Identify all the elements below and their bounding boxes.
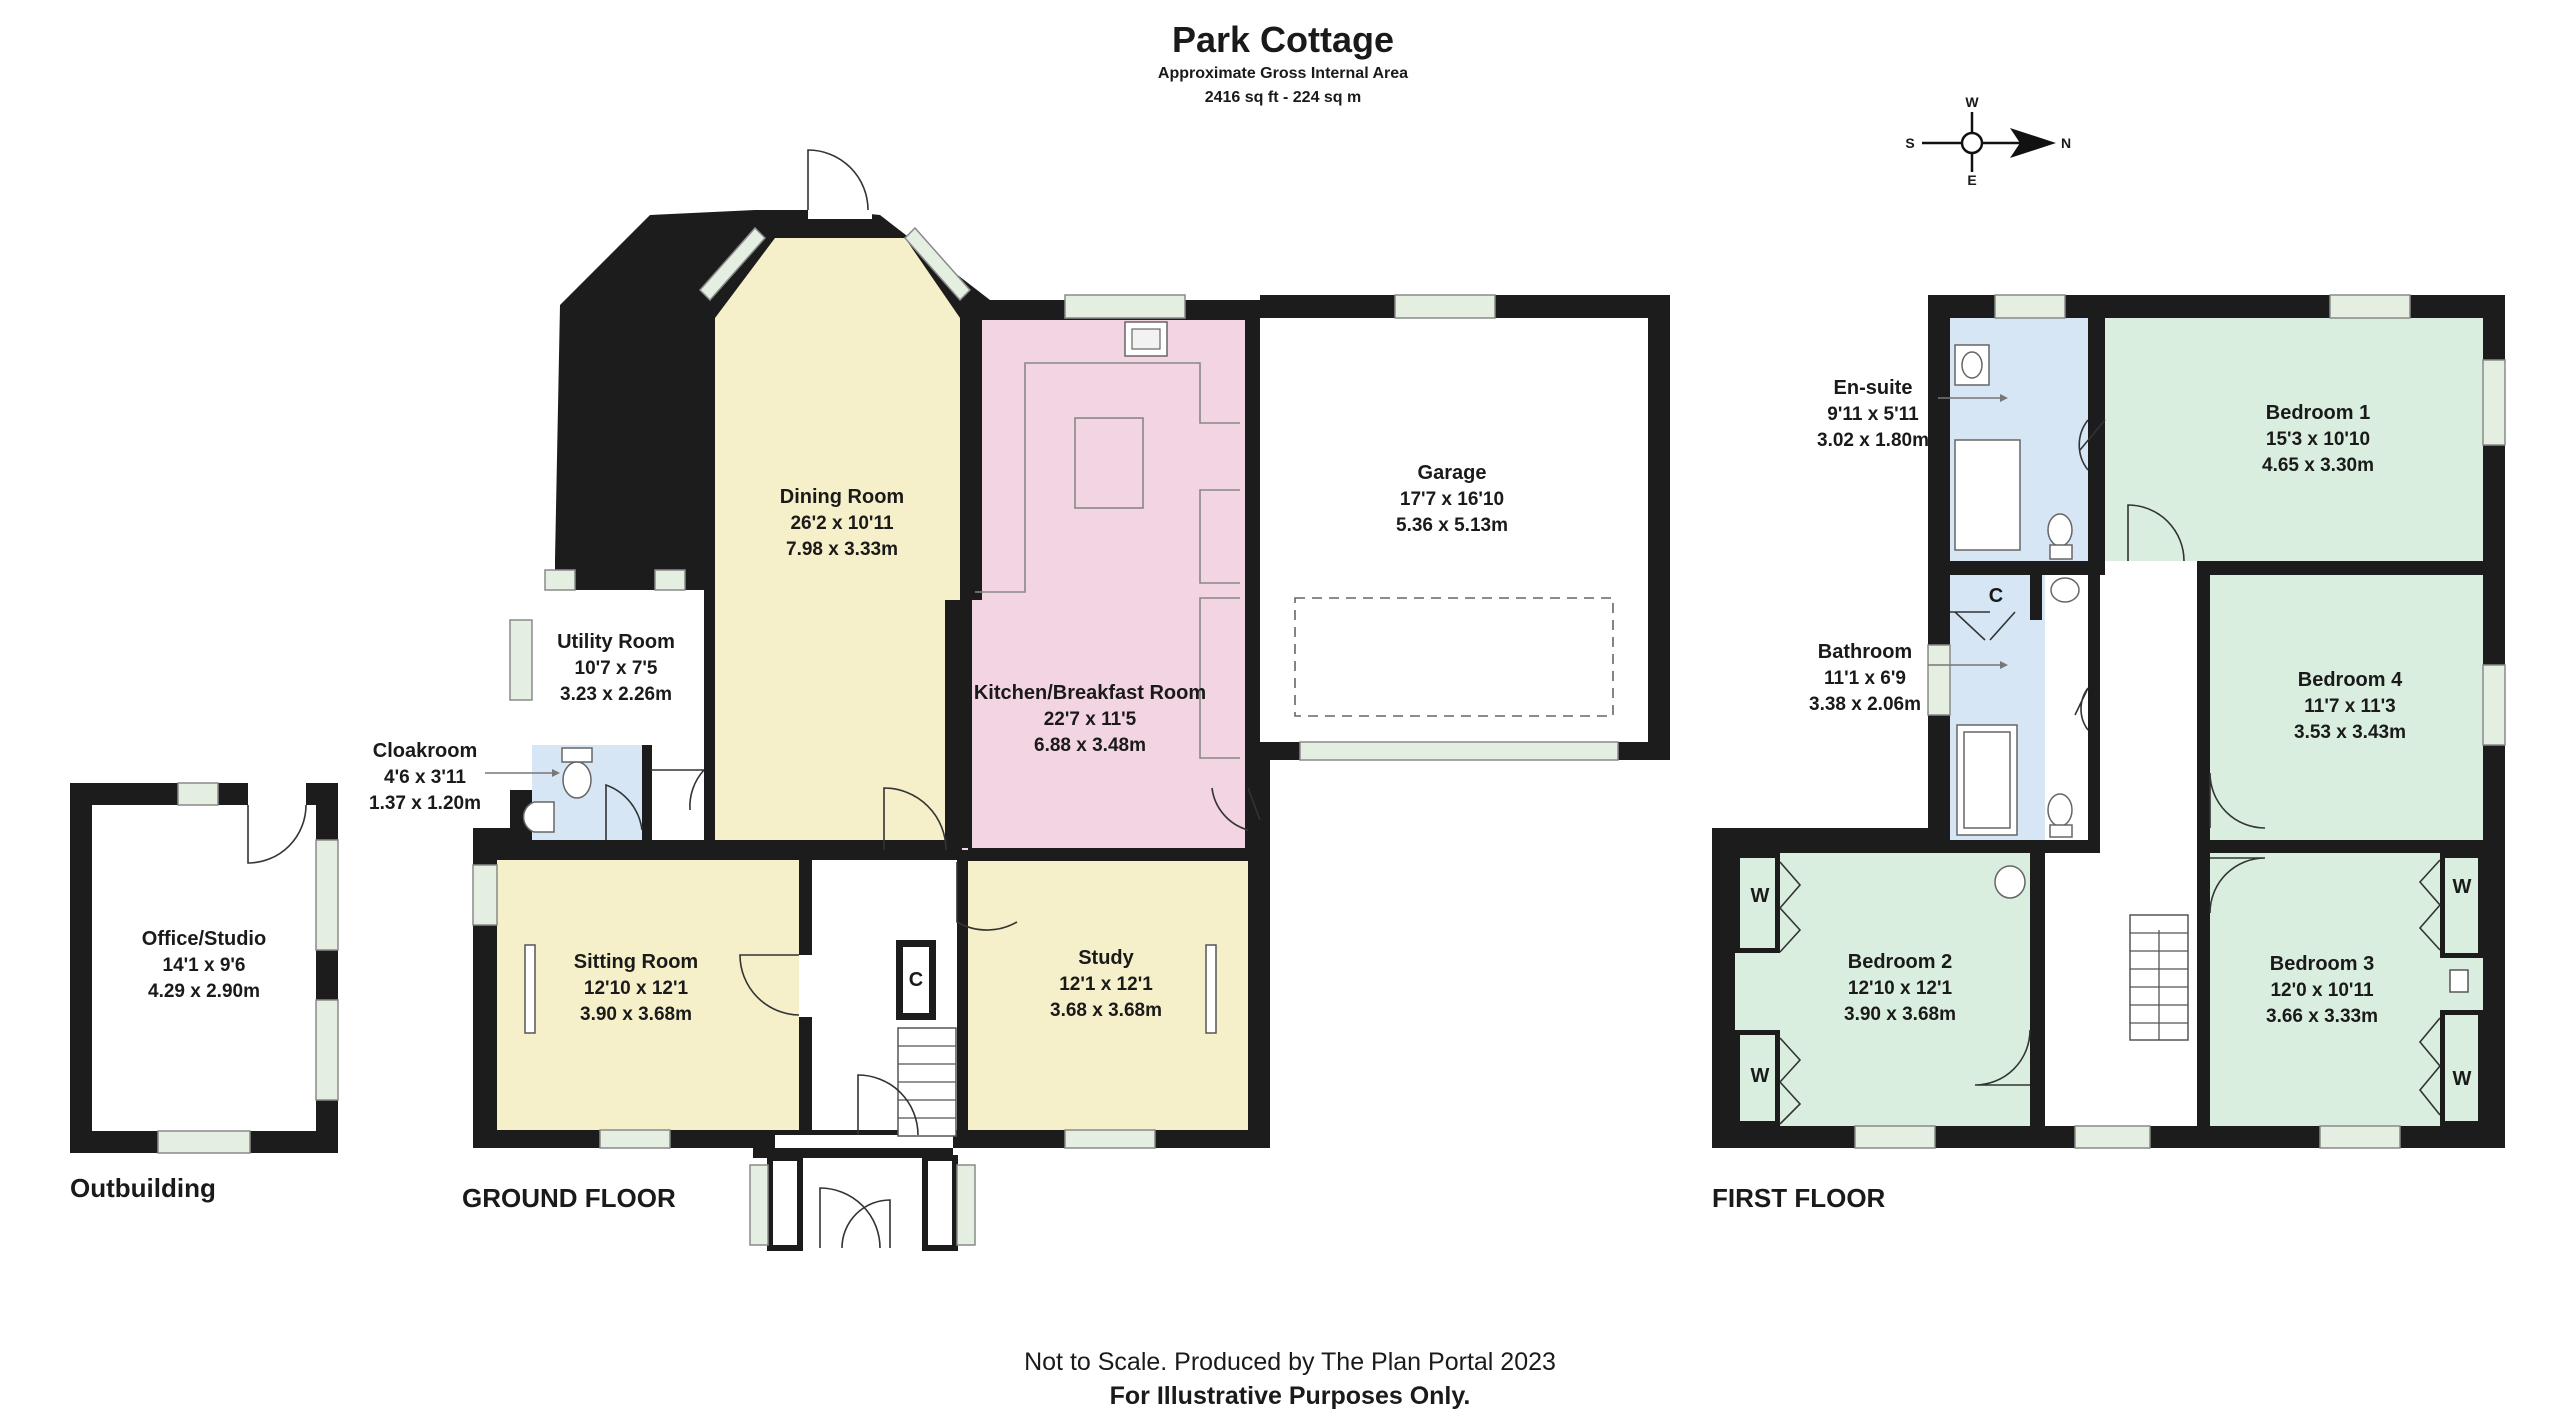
room-label-cloakroom: Cloakroom 4'6 x 3'11 1.37 x 1.20m: [369, 740, 481, 814]
study-floor: [968, 860, 1248, 1130]
compass-east: E: [1967, 172, 1976, 188]
office-imperial: 14'1 x 9'6: [163, 955, 246, 976]
wardrobe-marker-bedroom-3-top: W: [2453, 876, 2472, 898]
bedroom-2-name: Bedroom 2: [1848, 951, 1952, 973]
room-label-bathroom: Bathroom 11'1 x 6'9 3.38 x 2.06m: [1809, 641, 1921, 715]
staircase-icon: [897, 1027, 957, 1137]
room-label-bedroom-3: Bedroom 3 12'0 x 10'11 3.66 x 3.33m: [2266, 953, 2378, 1027]
room-label-dining: Dining Room 26'2 x 10'11 7.98 x 3.33m: [780, 486, 904, 560]
room-label-bedroom-4: Bedroom 4 11'7 x 11'3 3.53 x 3.43m: [2294, 669, 2406, 743]
wardrobe-marker-bedroom-2-bottom: W: [1751, 1065, 1770, 1087]
garage-name: Garage: [1418, 462, 1487, 484]
dining-imperial: 26'2 x 10'11: [790, 513, 894, 534]
office-metric: 4.29 x 2.90m: [148, 981, 260, 1002]
bedroom-3-floor: [2210, 853, 2483, 1126]
sitting-imperial: 12'10 x 12'1: [584, 978, 689, 999]
bedroom-3-metric: 3.66 x 3.33m: [2266, 1006, 2378, 1027]
garage-metric: 5.36 x 5.13m: [1396, 515, 1508, 536]
compass-west: W: [1965, 94, 1979, 110]
bedroom-3-name: Bedroom 3: [2270, 953, 2374, 975]
first-floor-caption: FIRST FLOOR: [1712, 1183, 1886, 1213]
bathroom-name: Bathroom: [1818, 641, 1912, 663]
footer-illustrative: For Illustrative Purposes Only.: [1110, 1382, 1471, 1410]
room-label-bedroom-1: Bedroom 1 15'3 x 10'10 4.65 x 3.30m: [2262, 402, 2374, 476]
ensuite-metric: 3.02 x 1.80m: [1817, 430, 1929, 451]
kitchen-name: Kitchen/Breakfast Room: [974, 682, 1206, 704]
ensuite-imperial: 9'11 x 5'11: [1827, 404, 1919, 425]
compass-north: N: [2061, 135, 2071, 151]
plan-subtitle: Approximate Gross Internal Area: [1158, 65, 1408, 82]
study-metric: 3.68 x 3.68m: [1050, 1000, 1162, 1021]
outbuilding-plan: [70, 782, 339, 1154]
utility-name: Utility Room: [557, 631, 675, 653]
garage-imperial: 17'7 x 16'10: [1400, 489, 1504, 510]
study-imperial: 12'1 x 12'1: [1059, 974, 1153, 995]
bedroom-4-floor: [2210, 575, 2483, 840]
room-label-ensuite: En-suite 9'11 x 5'11 3.02 x 1.80m: [1817, 377, 1929, 451]
footer-disclaimer: Not to Scale. Produced by The Plan Porta…: [1024, 1348, 1556, 1376]
cloakroom-metric: 1.37 x 1.20m: [369, 793, 481, 814]
kitchen-imperial: 22'7 x 11'5: [1044, 709, 1137, 730]
utility-imperial: 10'7 x 7'5: [575, 658, 658, 679]
bathroom-cupboard-marker: C: [1989, 585, 2003, 607]
wardrobe-marker-bedroom-2-top: W: [1751, 885, 1770, 907]
bedroom-3-imperial: 12'0 x 10'11: [2270, 980, 2374, 1001]
room-label-bedroom-2: Bedroom 2 12'10 x 12'1 3.90 x 3.68m: [1844, 951, 1956, 1025]
cloakroom-imperial: 4'6 x 3'11: [384, 767, 466, 788]
dining-room-floor: [715, 238, 960, 850]
first-floor-plan: W W W W C: [1712, 294, 2506, 1149]
office-floor: [92, 805, 316, 1131]
bathroom-imperial: 11'1 x 6'9: [1824, 668, 1906, 689]
room-label-kitchen: Kitchen/Breakfast Room 22'7 x 11'5 6.88 …: [974, 682, 1206, 756]
sitting-name: Sitting Room: [574, 951, 698, 973]
landing-staircase-icon: [2129, 914, 2189, 1041]
compass-icon: W S E N: [1905, 94, 2071, 188]
study-name: Study: [1078, 947, 1134, 969]
sitting-room-floor: [497, 860, 799, 1130]
ground-floor-caption: GROUND FLOOR: [462, 1183, 676, 1213]
bedroom-4-metric: 3.53 x 3.43m: [2294, 722, 2406, 743]
bedroom-1-metric: 4.65 x 3.30m: [2262, 455, 2374, 476]
hall-cupboard-marker: C: [909, 969, 923, 991]
dining-metric: 7.98 x 3.33m: [786, 539, 898, 560]
office-name: Office/Studio: [142, 928, 266, 950]
compass-south: S: [1905, 135, 1914, 151]
room-label-sitting: Sitting Room 12'10 x 12'1 3.90 x 3.68m: [574, 951, 698, 1025]
wardrobe-marker-bedroom-3-bottom: W: [2453, 1068, 2472, 1090]
sitting-metric: 3.90 x 3.68m: [580, 1004, 692, 1025]
room-label-garage: Garage 17'7 x 16'10 5.36 x 5.13m: [1396, 462, 1508, 536]
dining-name: Dining Room: [780, 486, 904, 508]
bedroom-2-floor: [1735, 853, 2030, 1126]
bathroom-metric: 3.38 x 2.06m: [1809, 694, 1921, 715]
kitchen-floor: [962, 320, 1260, 850]
ground-floor-plan: C: [472, 149, 1670, 1251]
outbuilding-caption: Outbuilding: [70, 1173, 216, 1203]
bedroom-1-name: Bedroom 1: [2266, 402, 2370, 424]
room-label-office: Office/Studio 14'1 x 9'6 4.29 x 2.90m: [142, 928, 266, 1002]
bedroom-4-imperial: 11'7 x 11'3: [2304, 696, 2395, 717]
room-label-study: Study 12'1 x 12'1 3.68 x 3.68m: [1050, 947, 1162, 1021]
bedroom-1-floor: [2105, 318, 2483, 561]
garage-floor: [1260, 318, 1648, 742]
kitchen-metric: 6.88 x 3.48m: [1034, 735, 1146, 756]
utility-metric: 3.23 x 2.26m: [560, 684, 672, 705]
bedroom-2-metric: 3.90 x 3.68m: [1844, 1004, 1956, 1025]
plan-title: Park Cottage: [1172, 19, 1394, 60]
bedroom-2-imperial: 12'10 x 12'1: [1848, 978, 1953, 999]
bedroom-1-imperial: 15'3 x 10'10: [2266, 429, 2370, 450]
bedroom-4-name: Bedroom 4: [2298, 669, 2403, 691]
room-label-utility: Utility Room 10'7 x 7'5 3.23 x 2.26m: [557, 631, 675, 705]
plan-area: 2416 sq ft - 224 sq m: [1205, 89, 1362, 106]
ensuite-name: En-suite: [1834, 377, 1913, 399]
cloakroom-name: Cloakroom: [373, 740, 477, 762]
